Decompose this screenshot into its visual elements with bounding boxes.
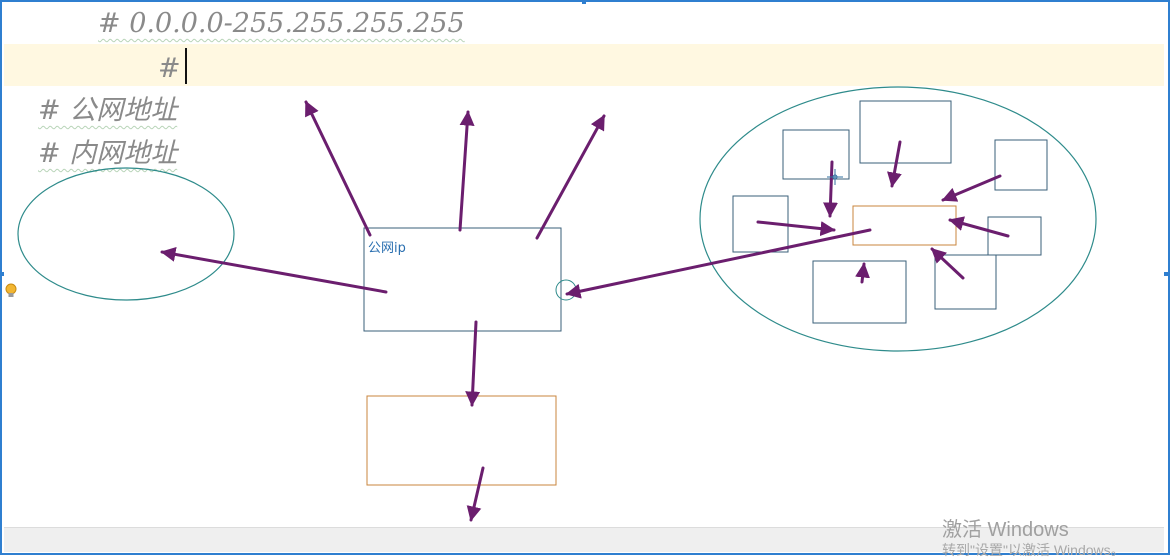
current-line-highlight <box>4 44 1164 86</box>
private-network-ellipse[interactable] <box>699 86 1097 352</box>
bottom-box[interactable] <box>366 395 557 486</box>
arrow-up-left <box>304 100 372 237</box>
public-ip-label: 公网ip <box>368 241 406 256</box>
lightbulb-icon[interactable] <box>5 283 17 299</box>
code-line-public-address[interactable]: # 公网地址 <box>38 95 178 126</box>
router-box[interactable] <box>852 205 957 246</box>
lan-host-2[interactable] <box>859 100 952 164</box>
lan-host-5[interactable] <box>987 216 1042 256</box>
activation-watermark-title: 激活 Windows <box>942 519 1069 541</box>
code-line-private-address[interactable]: # 内网地址 <box>38 138 178 169</box>
lan-host-6[interactable] <box>812 260 907 324</box>
activation-watermark-subtitle: 转到"设置"以激活 Windows。 <box>942 542 1125 558</box>
arrow-host7-router <box>930 247 965 280</box>
code-line-current[interactable]: # <box>158 53 181 84</box>
arrow-host5-router <box>948 216 1010 238</box>
arrow-up-right <box>535 114 606 240</box>
crosshair-cursor-icon <box>827 169 843 185</box>
arrow-to-bottom-box <box>465 320 481 407</box>
lan-host-7[interactable] <box>934 254 997 310</box>
arrow-host6-router <box>855 262 870 284</box>
public-ip-box[interactable] <box>363 227 562 332</box>
left-network-ellipse[interactable] <box>17 167 235 301</box>
arrow-up <box>458 110 475 232</box>
arrow-router-to-public <box>565 228 872 299</box>
arrow-host4-router <box>756 220 836 237</box>
resize-handle-top[interactable] <box>582 0 586 4</box>
arrow-down-out <box>466 466 485 522</box>
lan-host-1[interactable] <box>782 129 850 180</box>
arrow-host2-router <box>887 140 902 188</box>
arrow-to-left-network <box>160 246 388 294</box>
status-bar <box>4 527 1164 552</box>
port-connector[interactable] <box>555 279 577 301</box>
code-line-ip-range[interactable]: # 0.0.0.0-255.255.255.255 <box>98 8 465 39</box>
text-cursor <box>185 48 187 84</box>
arrow-host3-router <box>941 174 1002 202</box>
resize-handle-right[interactable] <box>1164 272 1168 276</box>
lan-host-3[interactable] <box>994 139 1048 191</box>
arrow-host1-router <box>823 160 838 218</box>
resize-handle-left[interactable] <box>0 272 4 276</box>
